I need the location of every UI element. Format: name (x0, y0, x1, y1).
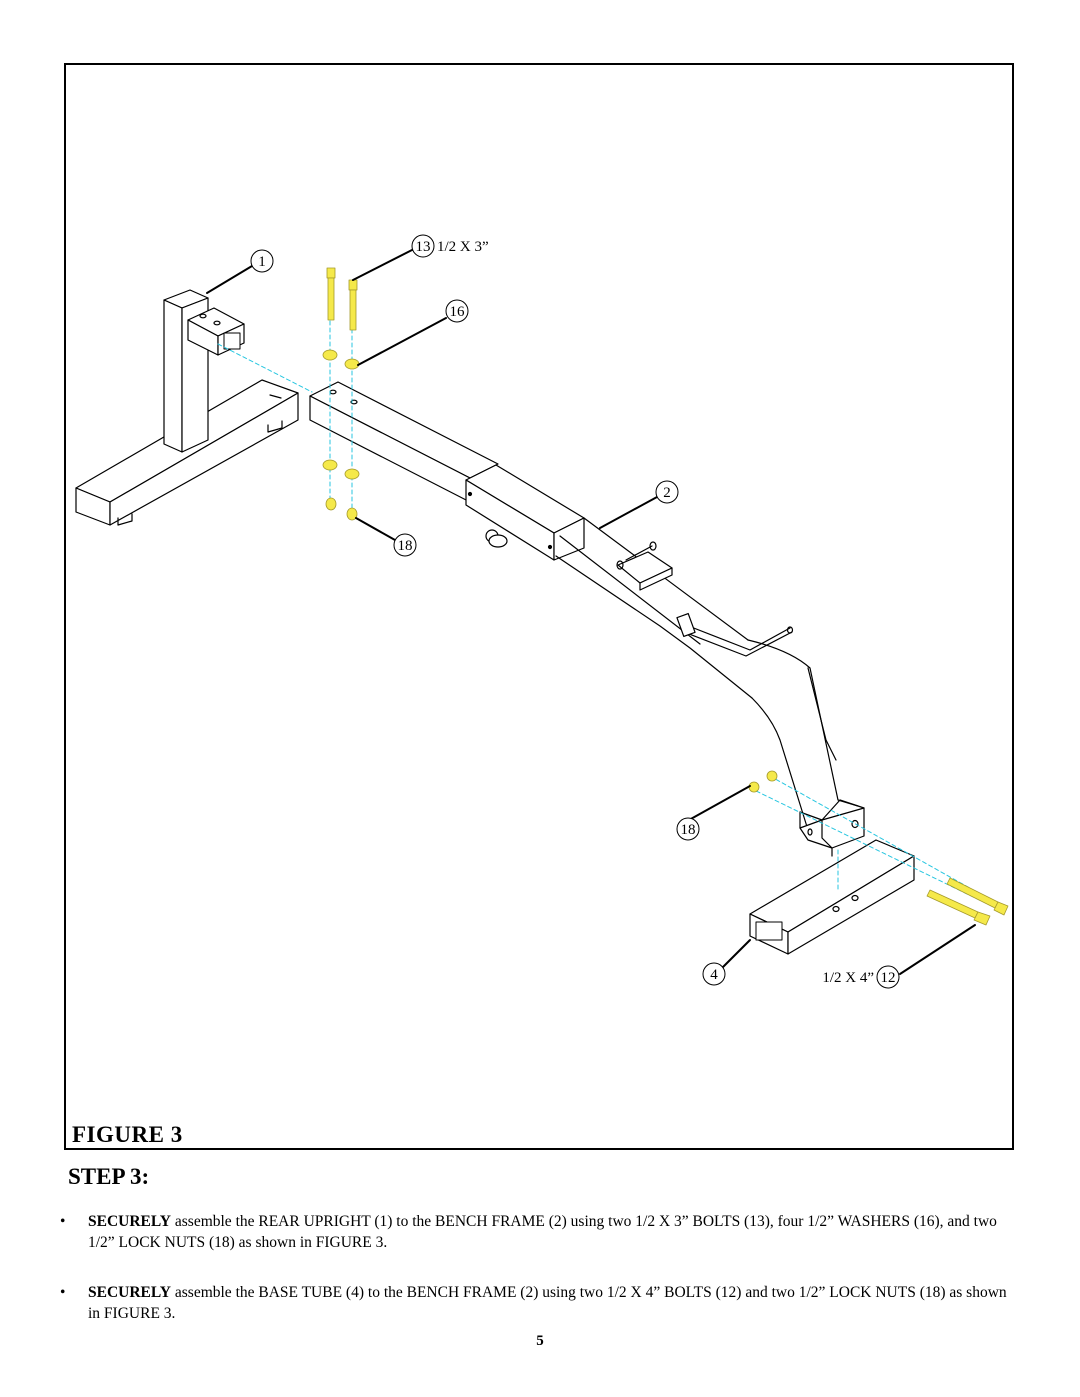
callout-16-label: 16 (450, 304, 466, 320)
callout-4-circle (702, 962, 726, 986)
callout-2-label: 2 (663, 485, 671, 501)
instruction-emphasis: SECURELY (88, 1284, 171, 1301)
callout-12-label: 12 (881, 970, 896, 986)
bolt-3-size-label: 1/2 X 3” (437, 239, 489, 255)
callout-18-upper-label: 18 (398, 538, 413, 554)
callout-13-circle (411, 234, 435, 258)
callout-1-circle (250, 249, 274, 273)
bench-frame (309, 381, 865, 857)
figure-frame (64, 63, 1014, 1150)
instruction-emphasis: SECURELY (88, 1213, 171, 1230)
callout-1-label: 1 (258, 254, 266, 270)
figure-caption: FIGURE 3 (72, 1122, 183, 1147)
callout-16-circle (445, 299, 469, 323)
bullet: • (60, 1213, 66, 1230)
callout-leaders (206, 249, 976, 975)
bullet: • (60, 1284, 66, 1301)
assembly-diagram: 1 13 16 18 2 18 4 12 1/2 X 3” 1/2 X 4” (75, 234, 1009, 989)
step-heading: STEP 3: (68, 1164, 150, 1189)
base-tube (749, 839, 915, 955)
callout-18-upper-circle (393, 533, 417, 557)
callout-12-circle (876, 965, 900, 989)
rear-upright (75, 289, 299, 526)
hardware (322, 267, 1009, 926)
page-number: 5 (536, 1333, 544, 1349)
callout-18-lower-label: 18 (681, 822, 696, 838)
instruction-body: assemble the BASE TUBE (4) to the BENCH … (88, 1284, 1007, 1322)
instruction-text: SECURELY assemble the BASE TUBE (4) to t… (88, 1282, 1020, 1324)
instruction-item: • SECURELY assemble the REAR UPRIGHT (1)… (60, 1211, 1020, 1253)
instruction-item: • SECURELY assemble the BASE TUBE (4) to… (60, 1282, 1020, 1324)
bolt-4-size-label: 1/2 X 4” (822, 970, 874, 986)
callout-4-label: 4 (710, 967, 718, 983)
callout-2-circle (655, 480, 679, 504)
instruction-body: assemble the REAR UPRIGHT (1) to the BEN… (88, 1213, 997, 1251)
instruction-text: SECURELY assemble the REAR UPRIGHT (1) t… (88, 1211, 1020, 1253)
callout-13-label: 13 (416, 239, 431, 255)
callout-18-lower-circle (676, 817, 700, 841)
